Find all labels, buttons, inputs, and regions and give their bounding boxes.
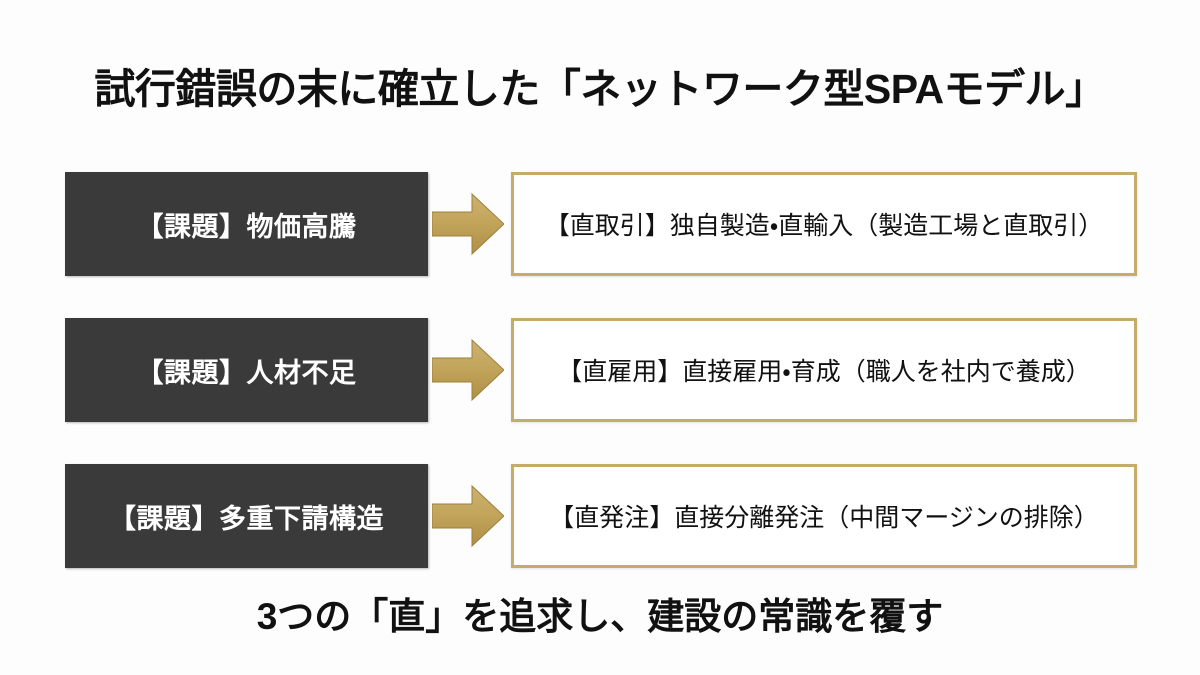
- page-title: 試行錯誤の末に確立した「ネットワーク型SPAモデル」: [94, 66, 1106, 112]
- slide-footer-text: 3つの「直」を追求し、建設の常識を覆す: [256, 596, 944, 637]
- right-arrow-icon: [432, 188, 504, 260]
- right-arrow-icon: [432, 480, 504, 552]
- model-row: 【課題】物価高騰 【直取引】独自製造・直輸入（製造工場と直取引）: [0, 172, 1200, 276]
- model-row: 【課題】多重下請構造 【直発注】直接分離発注（中間マージンの排除）: [0, 464, 1200, 568]
- model-row: 【課題】人材不足 【直雇用】直接雇用・育成（職人を社内で養成）: [0, 318, 1200, 422]
- solution-label: 【直取引】独自製造・直輸入（製造工場と直取引）: [544, 212, 1104, 240]
- problem-label: 【課題】人材不足: [136, 357, 357, 388]
- solution-label: 【直発注】直接分離発注（中間マージンの排除）: [549, 504, 1099, 532]
- solution-box-1: 【直取引】独自製造・直輸入（製造工場と直取引）: [511, 172, 1137, 276]
- problem-box-2: 【課題】人材不足: [65, 318, 428, 422]
- solution-box-3: 【直発注】直接分離発注（中間マージンの排除）: [511, 464, 1137, 568]
- solution-label: 【直雇用】直接雇用・育成（職人を社内で養成）: [557, 358, 1091, 386]
- problem-label: 【課題】物価高騰: [136, 211, 357, 242]
- model-rows: 【課題】物価高騰 【直取引】独自製造・直輸入（製造工場と直取引）: [0, 172, 1200, 610]
- problem-box-1: 【課題】物価高騰: [65, 172, 428, 276]
- problem-label: 【課題】多重下請構造: [109, 503, 384, 534]
- problem-box-3: 【課題】多重下請構造: [65, 464, 428, 568]
- solution-box-2: 【直雇用】直接雇用・育成（職人を社内で養成）: [511, 318, 1137, 422]
- right-arrow-icon: [432, 334, 504, 406]
